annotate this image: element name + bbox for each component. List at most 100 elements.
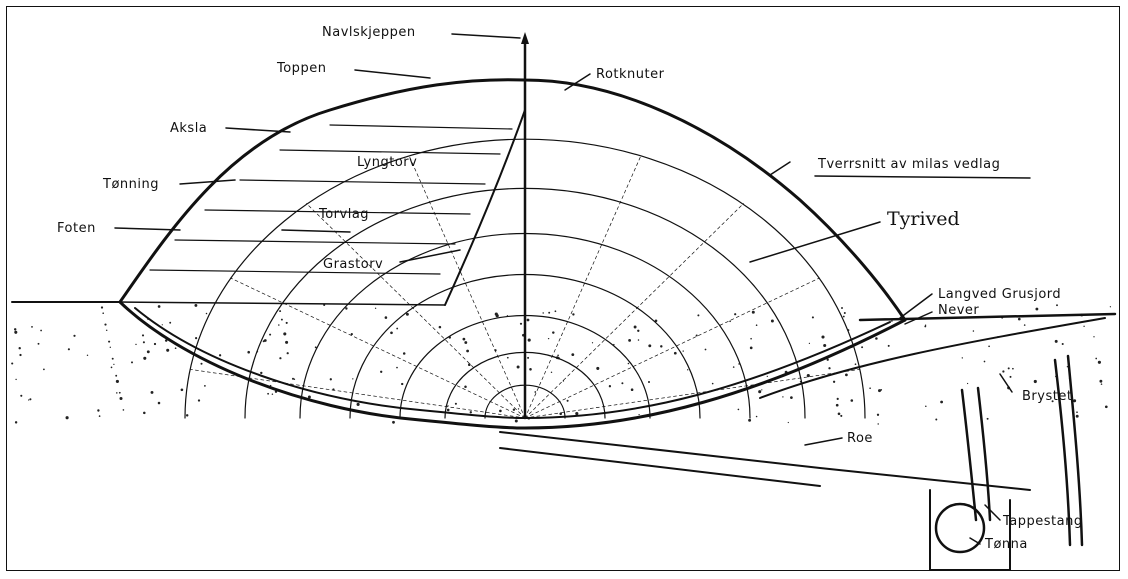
ground-dot (548, 312, 550, 314)
ground-dot (609, 385, 611, 387)
ground-dot (683, 350, 684, 351)
ground-dot (470, 411, 472, 413)
label-tap-rod: Tappestang (1002, 514, 1083, 529)
ground-dot (308, 396, 311, 399)
ground-dot (351, 333, 353, 335)
ground-dot (967, 383, 968, 384)
ground-dot (166, 349, 169, 352)
turf-band (240, 180, 485, 184)
ground-dot (844, 312, 846, 314)
ground-dot (195, 337, 197, 339)
ground-dot (548, 338, 549, 339)
ground-dot (357, 403, 360, 406)
ground-dot (154, 343, 156, 345)
ground-dot (102, 312, 104, 314)
ground-dot (542, 312, 543, 313)
ground-dot (143, 357, 146, 360)
ground-dot (837, 398, 839, 400)
ground-dot (287, 352, 289, 354)
ground-dot (592, 342, 593, 343)
ground-dot (712, 383, 714, 385)
ground-dot (108, 341, 110, 343)
ground-dot (807, 374, 810, 377)
ground-dot (263, 340, 265, 342)
turf-band (280, 150, 500, 154)
ground-dot (888, 345, 890, 347)
ground-dot (621, 382, 623, 384)
label-tenning: Tønning (102, 177, 159, 192)
ground-dot (142, 334, 144, 336)
ground-dot (855, 363, 857, 365)
wood-radial (525, 278, 819, 418)
ground-dot (464, 341, 467, 344)
ground-dot (513, 409, 515, 411)
ground-dot (687, 369, 688, 370)
ground-dot (1098, 361, 1101, 364)
ground-dot (352, 378, 353, 379)
ground-dot (285, 341, 288, 344)
ground-dot (836, 404, 839, 407)
ground-dot (527, 319, 530, 322)
ground-dot (596, 367, 599, 370)
ground-dot (468, 363, 471, 366)
tap-pipe (500, 432, 1030, 490)
ground-dot (567, 400, 569, 402)
ground-dot (194, 304, 197, 307)
ground-dot (628, 363, 630, 365)
turf-band (150, 270, 440, 274)
ground-dot (705, 349, 707, 351)
ground-dot (828, 367, 830, 369)
label-turf-layer: Torvlag (318, 207, 369, 222)
ground-dot (15, 379, 16, 380)
ground-dot (869, 387, 871, 389)
ground-dot (843, 316, 845, 318)
leader-lines (115, 34, 1030, 544)
ground-dot (186, 414, 188, 416)
ground-dot (396, 328, 398, 330)
label-top-pole: Navlskjeppen (322, 25, 416, 40)
ground-dot (520, 323, 522, 325)
ground-dot (788, 422, 789, 423)
ground-dot (1024, 324, 1026, 326)
support-post-1 (962, 388, 990, 520)
ground-dot (286, 322, 288, 324)
ground-dot (269, 334, 271, 336)
ground-dot (119, 392, 121, 394)
ground-dot (527, 357, 529, 359)
ground-dot (973, 330, 975, 332)
ground-dot (1099, 380, 1102, 383)
ground-dot (750, 338, 752, 340)
ground-dot (279, 357, 281, 359)
ground-dot (891, 320, 892, 321)
ground-dot (162, 324, 163, 325)
ground-dot (38, 343, 40, 345)
label-tyrived: Tyrived (887, 208, 960, 230)
ground-dot (838, 412, 841, 415)
ground-dot (1062, 343, 1064, 345)
ground-dot (151, 391, 154, 394)
ground-dot (845, 374, 848, 377)
ground-dot (31, 326, 33, 328)
ground-dot (464, 385, 467, 388)
ground-dot (935, 419, 937, 421)
ground-dot (1008, 367, 1010, 369)
ground-dot (790, 396, 793, 399)
label-roe: Roe (847, 431, 873, 446)
ground-dot (962, 357, 963, 358)
label-foot: Foten (57, 221, 96, 236)
ground-dot (821, 335, 824, 338)
label-grass-turf: Grastorv (323, 257, 383, 272)
ground-dot (396, 367, 398, 369)
ground-dot (1105, 405, 1108, 408)
ground-dot (534, 391, 536, 393)
ground-dot (345, 307, 347, 309)
label-chest: Brystet (1022, 389, 1072, 404)
ground-dot (495, 313, 498, 316)
ground-dot (851, 399, 854, 402)
ground-dot (281, 319, 283, 321)
ground-dot (1093, 336, 1094, 337)
ground-dot (841, 307, 843, 309)
ground-dot (380, 371, 382, 373)
ground-dot (1095, 358, 1097, 360)
